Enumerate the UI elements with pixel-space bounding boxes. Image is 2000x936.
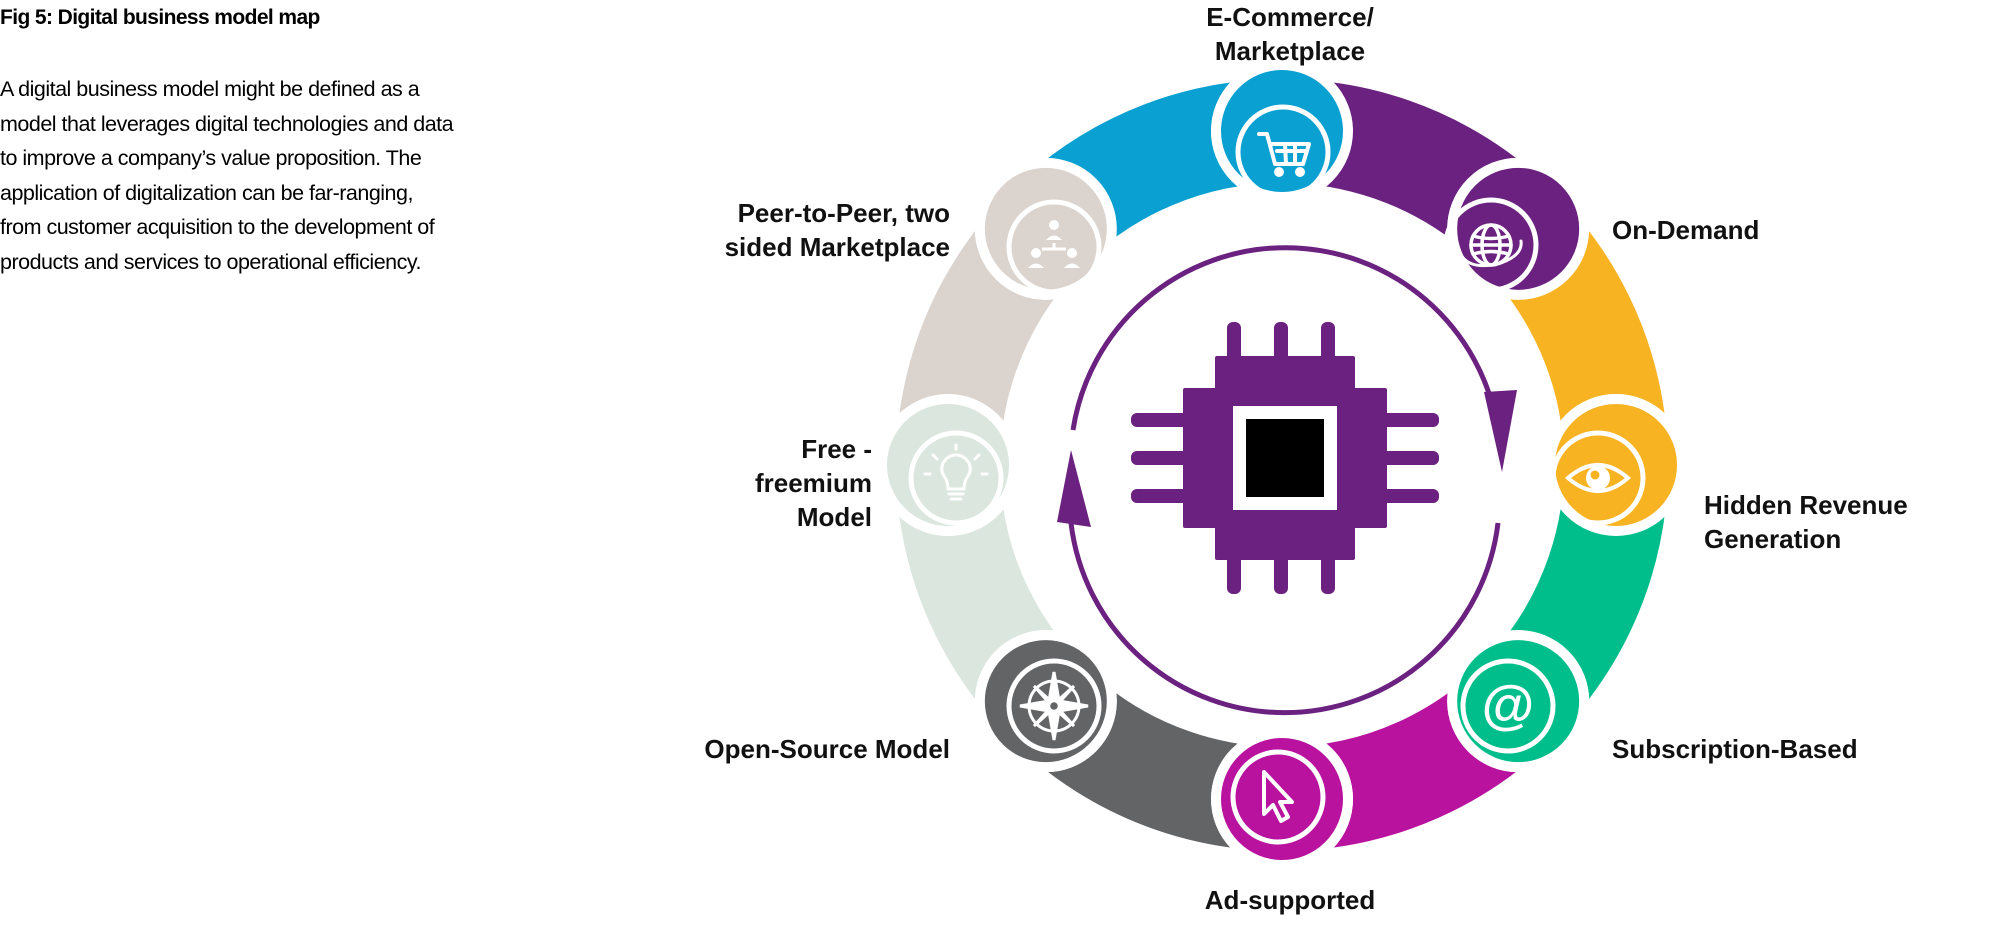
globe-icon [1443, 197, 1539, 293]
description-line: A digital business model might be define… [0, 77, 420, 101]
description-line: model that leverages digital technologie… [0, 111, 454, 136]
label-open-source: Open-Source Model [704, 734, 950, 764]
segment-cap [1447, 157, 1590, 300]
chip-pin [1377, 451, 1439, 465]
chip-pin [1377, 489, 1439, 503]
label-hidden-revenue: Hidden Revenue Generation [1704, 490, 1908, 554]
chip-pin [1227, 534, 1241, 594]
segment-cap [1545, 394, 1687, 536]
chip-pin [1377, 413, 1439, 427]
eye-icon [1550, 430, 1646, 526]
label-subscription: Subscription-Based [1612, 734, 1858, 764]
chip-pin [1131, 489, 1193, 503]
lightbulb-icon [908, 430, 1004, 526]
chip-pin [1321, 534, 1335, 594]
at-sign-icon: @ [1460, 658, 1556, 754]
label-ad-supported: Ad-supported [1204, 885, 1376, 915]
figure-title: Fig 5: Digital business model map [0, 6, 320, 29]
segment-cap [1211, 60, 1353, 202]
label-peer-to-peer: Peer-to-Peer, two sided Marketplace [724, 198, 950, 262]
description-line: to improve a company’s value proposition… [0, 146, 422, 170]
chip-pin [1274, 322, 1288, 382]
label-on-demand: On-Demand [1612, 215, 1760, 245]
description-line: application of digitalization can be far… [0, 180, 413, 205]
svg-text:@: @ [1482, 675, 1535, 735]
label-freemium: Free - freemium Model [754, 434, 872, 532]
label-ecommerce: E-Commerce/ Marketplace [1206, 2, 1374, 66]
chip-pin [1227, 322, 1241, 382]
chip-pin [1131, 451, 1193, 465]
compass-icon [1006, 658, 1102, 754]
microchip-icon [1131, 322, 1439, 594]
cycle-arrows-icon [1057, 245, 1517, 716]
network-people-icon [1006, 199, 1102, 295]
description-line: products and services to operational eff… [0, 249, 421, 274]
cursor-icon [1230, 749, 1326, 845]
chip-pin [1321, 322, 1335, 382]
figure-description: A digital business model might be define… [0, 72, 560, 279]
segment-cap [877, 394, 1019, 536]
shopping-cart-icon [1235, 104, 1331, 200]
chip-pin [1131, 413, 1193, 427]
description-line: from customer acquisition to the develop… [0, 215, 435, 239]
chip-pin [1274, 534, 1288, 594]
